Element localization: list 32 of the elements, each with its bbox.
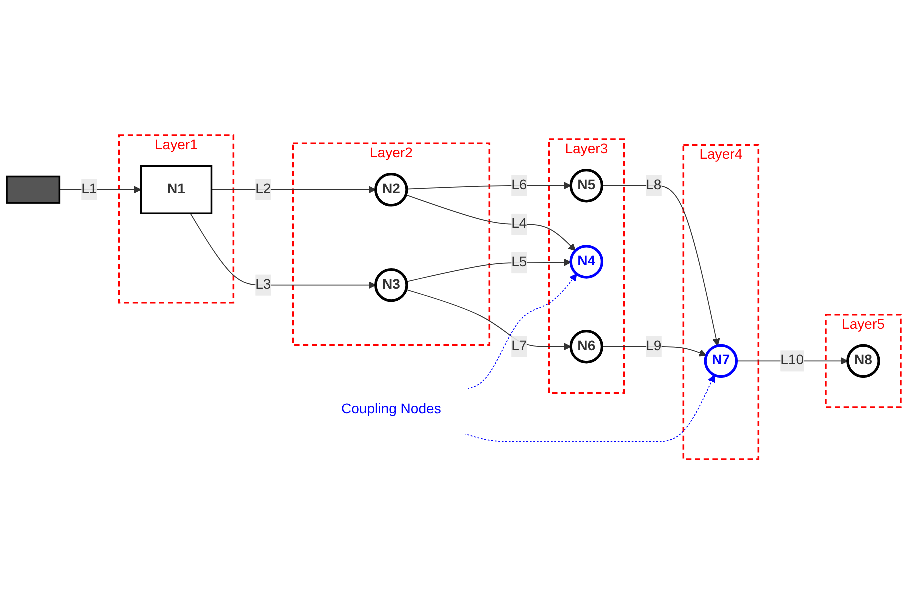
arrow bbox=[406, 289, 572, 351]
arrow bbox=[736, 357, 848, 366]
edge-label: L3 bbox=[256, 277, 272, 292]
node-box: N1 bbox=[140, 165, 213, 214]
node-circle: N2 bbox=[374, 173, 408, 207]
node-circle: N5 bbox=[570, 168, 604, 203]
node-circle: N6 bbox=[570, 330, 604, 364]
node-circle: N3 bbox=[374, 268, 408, 302]
arrow bbox=[211, 186, 376, 194]
edge-label: L8 bbox=[646, 178, 662, 193]
node-text: Coupling Nodes bbox=[341, 402, 442, 418]
arrow bbox=[602, 346, 707, 357]
node-circle: N4 bbox=[570, 245, 604, 279]
edge-label: L2 bbox=[256, 182, 272, 197]
node-box bbox=[6, 176, 61, 204]
edge-label: L7 bbox=[512, 338, 528, 354]
arrow bbox=[406, 182, 572, 190]
arrow bbox=[464, 374, 716, 442]
edge-label: L9 bbox=[646, 338, 662, 354]
arrow bbox=[59, 186, 142, 194]
arrow bbox=[467, 274, 578, 390]
arrow bbox=[406, 258, 572, 282]
edge-label: L6 bbox=[512, 178, 528, 193]
node-circle: N7 bbox=[704, 344, 738, 378]
arrow bbox=[602, 185, 720, 346]
node-circle: N8 bbox=[846, 344, 880, 378]
edge-label: L1 bbox=[82, 182, 98, 197]
edge-label: L5 bbox=[512, 255, 528, 270]
edge-label: L4 bbox=[512, 216, 528, 232]
arrow bbox=[406, 194, 576, 252]
edge-label: L10 bbox=[780, 353, 804, 368]
arrow bbox=[190, 213, 376, 290]
